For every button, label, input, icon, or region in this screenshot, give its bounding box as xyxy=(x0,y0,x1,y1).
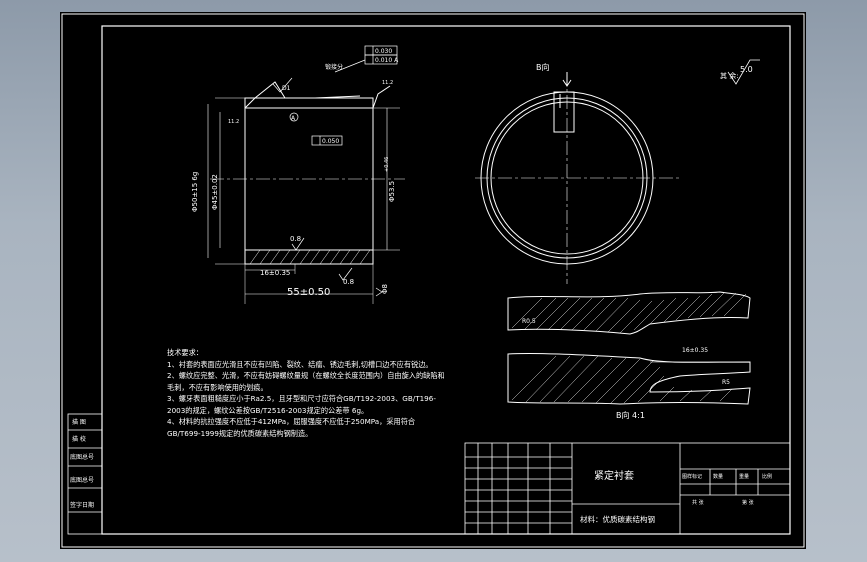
side-label: 底图总号 xyxy=(70,453,94,461)
section-label: R5 xyxy=(722,379,730,386)
cad-drawing: 描 图 描 校 底图总号 底图总号 签字日期 xyxy=(61,13,805,548)
drawing-title: 紧定衬套 xyxy=(594,469,634,482)
material-label: 材料：优质碳素结构钢 xyxy=(580,514,655,524)
callout: 11.2 xyxy=(382,80,393,86)
side-view xyxy=(475,72,680,284)
dimension-bore-right: Φ53.5 xyxy=(388,181,396,202)
requirement-item: 4、材料的抗拉强度不应低于412MPa，屈服强度不应低于250MPa，采用符合G… xyxy=(167,417,416,438)
requirements-heading: 技术要求： xyxy=(167,348,203,357)
view-label: B向 4:1 xyxy=(616,410,645,420)
view-label: B向 xyxy=(536,62,550,72)
tolerance-value: 0.010 A xyxy=(375,57,399,64)
tolerance-frames xyxy=(289,45,398,146)
drawing-sheet: 描 图 描 校 底图总号 底图总号 签字日期 xyxy=(60,12,806,549)
title-block xyxy=(464,442,791,535)
requirement-item: 3、螺牙表面粗糙度应小于Ra2.5，且牙型和尺寸应符合GB/T192-2003、… xyxy=(167,394,436,415)
title-cell: 第 张 xyxy=(742,499,754,506)
outer-border xyxy=(61,13,805,548)
roughness-value: 0.8 xyxy=(343,278,354,286)
title-cell: 共 张 xyxy=(692,499,704,506)
dimension-length: 55±0.50 xyxy=(287,287,330,298)
section-view xyxy=(507,291,751,405)
side-label: 描 校 xyxy=(72,435,86,443)
roughness-note: 其 余: xyxy=(720,71,739,80)
roughness-symbols xyxy=(272,77,383,297)
chamfer-label: D1 xyxy=(282,85,291,92)
tolerance-value: 0.050 xyxy=(322,138,339,145)
global-roughness xyxy=(727,59,760,85)
dimension-bore: Φ45±0.02 xyxy=(211,174,219,210)
note-label: 锻接分 xyxy=(325,63,343,71)
dimension-inner-length: 16±0.35 xyxy=(260,269,290,277)
side-label: 描 图 xyxy=(72,418,86,426)
title-cell: 重量 xyxy=(739,473,749,480)
inner-border xyxy=(101,25,791,535)
front-view xyxy=(207,81,405,304)
roughness-value: 0.8 xyxy=(290,235,301,243)
front-view-hatch xyxy=(249,249,371,265)
requirement-item: 2、螺纹应完整、光滑，不应有妨碍螺纹量规（在螺纹全长度范围内）自由旋入的缺陷和毛… xyxy=(167,371,445,392)
side-label-strip xyxy=(67,413,103,535)
section-label: R0.5 xyxy=(522,318,536,325)
title-cell: 数量 xyxy=(713,473,723,480)
section-dimension: 16±0.35 xyxy=(682,347,708,354)
requirement-item: 1、衬套的表面应光滑且不应有凹陷、裂纹、结瘤、锈边毛刺,切槽口边不应有锐边。 xyxy=(167,359,433,369)
small-diameter: Φ8 xyxy=(381,284,389,294)
tolerance-value: 0.030 xyxy=(375,48,392,55)
callout: 11.2 xyxy=(228,119,239,125)
title-cell: 图样标记 xyxy=(682,473,702,480)
section-hatch xyxy=(511,292,747,405)
datum-label: A xyxy=(291,115,296,122)
technical-requirements: 技术要求： 1、衬套的表面应光滑且不应有凹陷、裂纹、结瘤、锈边毛刺,切槽口边不应… xyxy=(167,347,447,439)
side-label: 签字日期 xyxy=(70,501,94,509)
roughness-global-value: 5.0 xyxy=(740,65,753,74)
dimension-bore-right-tol: +0.46 xyxy=(384,157,390,172)
title-cell: 比例 xyxy=(762,473,772,480)
dimension-outer-diameter: Φ50±15 6g xyxy=(191,172,199,212)
side-label: 底图总号 xyxy=(70,476,94,484)
